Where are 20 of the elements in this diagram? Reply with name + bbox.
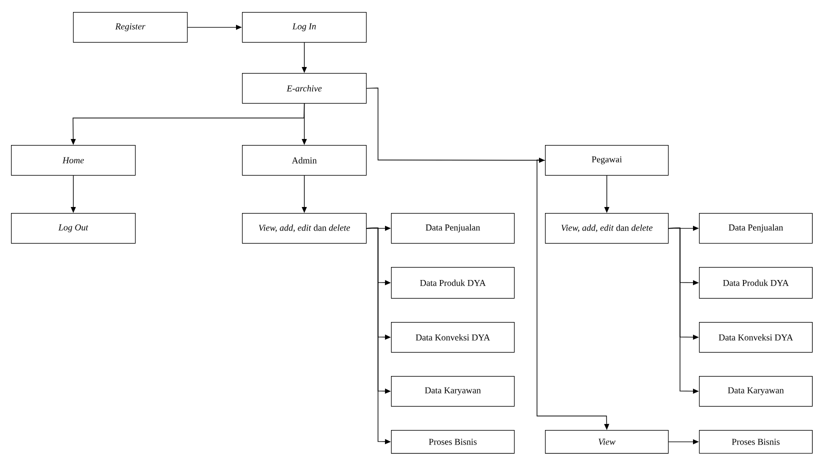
- process-box: Log In: [242, 12, 367, 43]
- process-box: View, add, edit dan delete: [242, 212, 367, 244]
- process-box: Data Karyawan: [391, 376, 515, 407]
- process-box: Pegawai: [545, 145, 669, 176]
- process-box: Data Penjualan: [699, 212, 813, 244]
- process-box: Data Penjualan: [391, 212, 515, 244]
- process-box: Proses Bisnis: [391, 430, 515, 454]
- process-box: Proses Bisnis: [699, 430, 813, 454]
- process-box: Data Karyawan: [699, 376, 813, 407]
- process-box: Admin: [242, 145, 367, 176]
- process-box: Data Produk DYA: [391, 267, 515, 299]
- process-box: Data Konveksi DYA: [391, 322, 515, 353]
- process-box: Data Produk DYA: [699, 267, 813, 299]
- process-box: Data Konveksi DYA: [699, 322, 813, 353]
- process-box: Register: [73, 12, 188, 43]
- process-box: View: [545, 430, 669, 454]
- process-box: E-archive: [242, 73, 367, 104]
- process-box: Log Out: [11, 212, 136, 244]
- process-box: View, add, edit dan delete: [545, 212, 669, 244]
- process-box: Home: [11, 145, 136, 176]
